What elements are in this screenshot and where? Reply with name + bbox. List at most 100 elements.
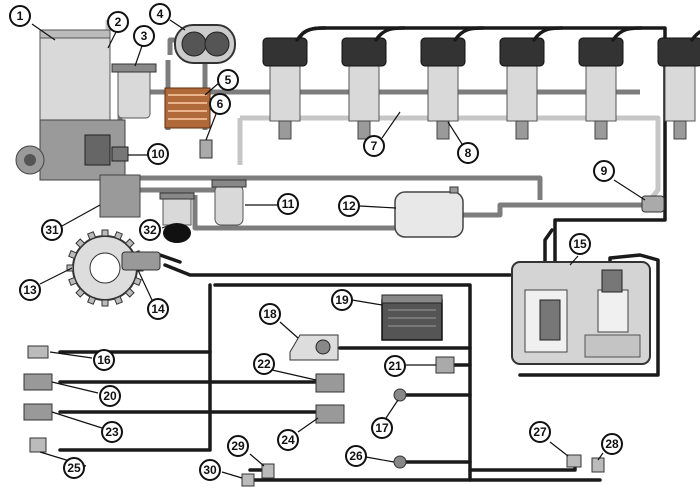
callout-circle-15 bbox=[569, 233, 591, 255]
pump-body bbox=[39, 119, 126, 181]
leader-lines bbox=[31, 19, 646, 479]
leader-1 bbox=[31, 23, 56, 41]
transfer-pump bbox=[174, 24, 236, 64]
callout-18: 18 bbox=[259, 303, 281, 325]
sensor-16 bbox=[27, 345, 49, 359]
callout-circle-30 bbox=[199, 459, 221, 481]
injector-body bbox=[664, 65, 696, 122]
pump-valve bbox=[84, 134, 111, 166]
leader-3 bbox=[134, 45, 143, 67]
injector-head bbox=[262, 37, 308, 67]
leader-28 bbox=[597, 452, 604, 461]
ecm-harness-right bbox=[518, 253, 660, 377]
callout-label-18: 18 bbox=[263, 307, 277, 321]
leader-17 bbox=[385, 399, 399, 419]
secondary-fuel-filter bbox=[211, 179, 247, 226]
sensor-30-body bbox=[241, 473, 255, 487]
sensor-28-body bbox=[591, 457, 605, 473]
leader-23 bbox=[51, 411, 103, 429]
wheel-tooth bbox=[101, 229, 109, 237]
callout-circle-25 bbox=[63, 457, 85, 479]
injectors bbox=[262, 26, 700, 140]
wheel-tooth bbox=[101, 299, 109, 307]
sensor-harness-left bbox=[58, 283, 212, 452]
fuel-tank-body bbox=[394, 191, 464, 238]
crank-sensor-body bbox=[121, 251, 161, 271]
injector-head bbox=[657, 37, 700, 67]
callout-label-7: 7 bbox=[371, 139, 378, 153]
callout-17: 17 bbox=[371, 417, 393, 439]
leader-9 bbox=[613, 179, 646, 201]
injector-lead bbox=[690, 29, 700, 42]
supply-line bbox=[140, 175, 543, 200]
injector-body bbox=[269, 65, 301, 122]
callout-label-21: 21 bbox=[388, 359, 402, 373]
wheel-tooth bbox=[66, 264, 74, 272]
callout-circle-29 bbox=[227, 435, 249, 457]
crank-sensor-harness bbox=[163, 263, 512, 277]
injector-6 bbox=[657, 29, 700, 140]
leader-16 bbox=[49, 351, 93, 359]
callout-4: 4 bbox=[149, 3, 171, 25]
callout-circle-2 bbox=[107, 11, 129, 33]
callout-label-9: 9 bbox=[601, 164, 608, 178]
callout-16: 16 bbox=[93, 349, 115, 371]
crank-sensor-lead bbox=[158, 253, 182, 264]
water-separator bbox=[159, 192, 195, 243]
sensor-27-body bbox=[566, 454, 582, 468]
leader-32 bbox=[161, 224, 171, 229]
injector-head bbox=[578, 37, 624, 67]
sensor-23-body bbox=[23, 403, 53, 421]
leader-26 bbox=[365, 456, 395, 463]
callout-19: 19 bbox=[331, 289, 353, 311]
callout-circle-14 bbox=[147, 298, 169, 320]
callout-circle-31 bbox=[41, 219, 63, 241]
injector-lead bbox=[374, 26, 406, 42]
leader-20 bbox=[51, 381, 99, 394]
sensor-18-plate bbox=[289, 334, 339, 361]
callout-label-1: 1 bbox=[17, 9, 24, 23]
sensor-24 bbox=[315, 404, 345, 424]
injector-lead bbox=[295, 26, 327, 42]
callout-label-10: 10 bbox=[151, 147, 165, 161]
separator-bowl bbox=[163, 223, 191, 243]
tank-line bbox=[192, 195, 400, 231]
pressure-sensor bbox=[199, 139, 213, 159]
callout-circle-8 bbox=[457, 142, 479, 164]
leader-6 bbox=[205, 113, 217, 141]
injector-1 bbox=[262, 26, 327, 140]
return-fitting bbox=[641, 195, 665, 213]
fitting-10 bbox=[111, 146, 129, 162]
callout-8: 8 bbox=[457, 142, 479, 164]
callout-label-3: 3 bbox=[141, 29, 148, 43]
leader-12 bbox=[359, 205, 397, 209]
leader-7 bbox=[381, 111, 401, 139]
callout-label-16: 16 bbox=[97, 353, 111, 367]
callout-30: 30 bbox=[199, 459, 221, 481]
sensor-27-branch bbox=[468, 463, 577, 472]
injector-head bbox=[341, 37, 387, 67]
injector-2 bbox=[341, 26, 406, 140]
battery bbox=[381, 294, 443, 341]
callout-circle-19 bbox=[331, 289, 353, 311]
callout-6: 6 bbox=[209, 93, 231, 115]
leader-18 bbox=[279, 321, 299, 339]
tank-return-line bbox=[460, 202, 650, 218]
callout-circle-13 bbox=[19, 279, 41, 301]
callout-circle-5 bbox=[217, 69, 239, 91]
callout-13: 13 bbox=[19, 279, 41, 301]
callout-label-22: 22 bbox=[257, 357, 271, 371]
injector-body bbox=[506, 65, 538, 122]
callout-label-24: 24 bbox=[281, 433, 295, 447]
wheel-tooth bbox=[75, 238, 86, 249]
callout-label-5: 5 bbox=[225, 73, 232, 87]
sensor-17-body bbox=[393, 388, 407, 402]
injector-tip bbox=[357, 120, 371, 140]
callout-label-19: 19 bbox=[335, 293, 349, 307]
callout-label-2: 2 bbox=[115, 15, 122, 29]
transfer-pump-gear-left bbox=[181, 31, 207, 57]
sensor-26-body bbox=[393, 455, 407, 469]
ecm-plug-a bbox=[539, 299, 561, 341]
callout-circle-7 bbox=[363, 135, 385, 157]
callout-circle-4 bbox=[149, 3, 171, 25]
